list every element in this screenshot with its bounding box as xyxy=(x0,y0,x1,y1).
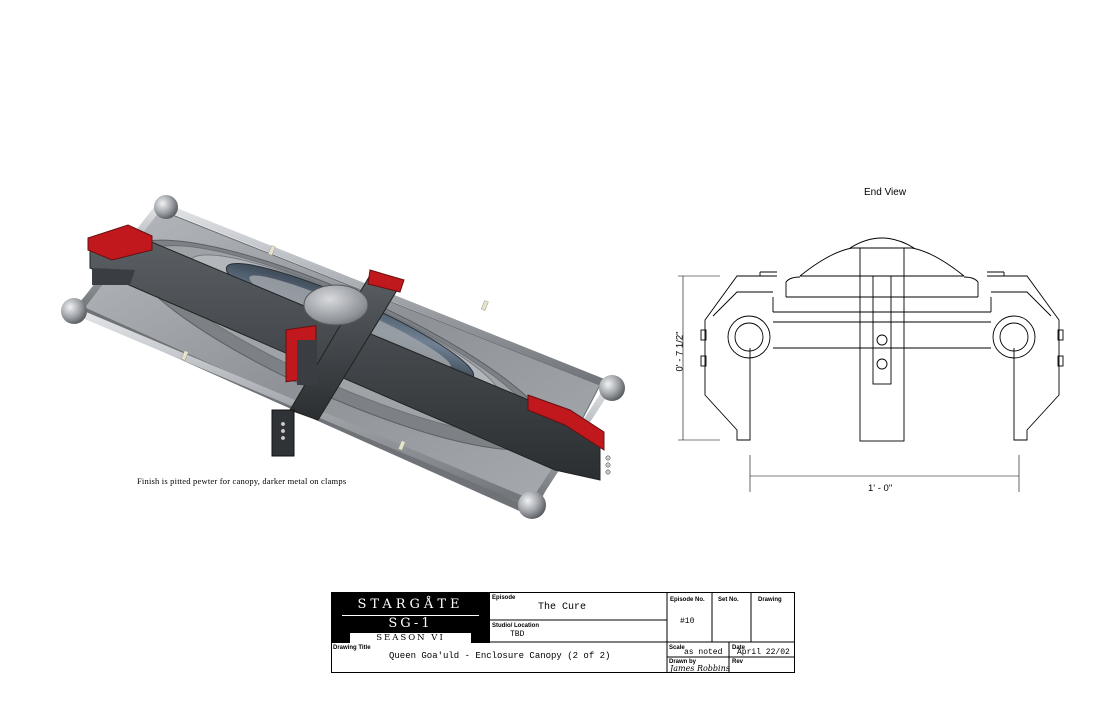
rivets xyxy=(280,421,611,475)
stargate-logo: STARGÅTE SG-1 SEASON VI xyxy=(332,593,490,643)
drawing-title-label: Drawing Title xyxy=(333,645,371,651)
date-label: Date xyxy=(732,645,746,651)
logo-season: SEASON VI xyxy=(350,633,471,643)
height-dimension: 0' - 7 1/2" xyxy=(674,331,686,372)
end-view-drawing xyxy=(678,237,1064,492)
episode-no-value: #10 xyxy=(680,617,695,626)
logo-subtitle: SG-1 xyxy=(388,616,433,631)
drawn-by-label: Drawn by xyxy=(669,659,697,665)
finish-note: Finish is pitted pewter for canopy, dark… xyxy=(137,476,347,486)
drawing-title-value: Queen Goa'uld - Enclosure Canopy (2 of 2… xyxy=(389,651,611,661)
episode-no-label: Episode No. xyxy=(670,597,705,603)
logo-title: STARGÅTE xyxy=(357,597,464,612)
studio-value: TBD xyxy=(510,630,525,639)
date-value: April 22/02 xyxy=(737,648,790,657)
rev-label: Rev xyxy=(732,659,744,665)
studio-label: Studio/ Location xyxy=(492,623,539,629)
episode-label: Episode xyxy=(492,595,516,601)
episode-value: The Cure xyxy=(538,602,587,613)
drawn-by-value: James Robbins xyxy=(670,664,730,673)
set-no-label: Set No. xyxy=(718,597,739,603)
canopy-render xyxy=(61,195,625,519)
width-dimension: 1' - 0" xyxy=(868,483,893,494)
end-view-title: End View xyxy=(864,187,907,198)
scale-label: Scale xyxy=(669,645,685,651)
center-dome xyxy=(303,284,369,326)
scale-value: as noted xyxy=(684,648,723,657)
drawing-label: Drawing xyxy=(758,597,782,603)
corner-balls xyxy=(61,195,625,519)
title-block: STARGÅTE SG-1 SEASON VI Episode The Cure… xyxy=(331,592,795,673)
rail-bands xyxy=(180,245,489,451)
